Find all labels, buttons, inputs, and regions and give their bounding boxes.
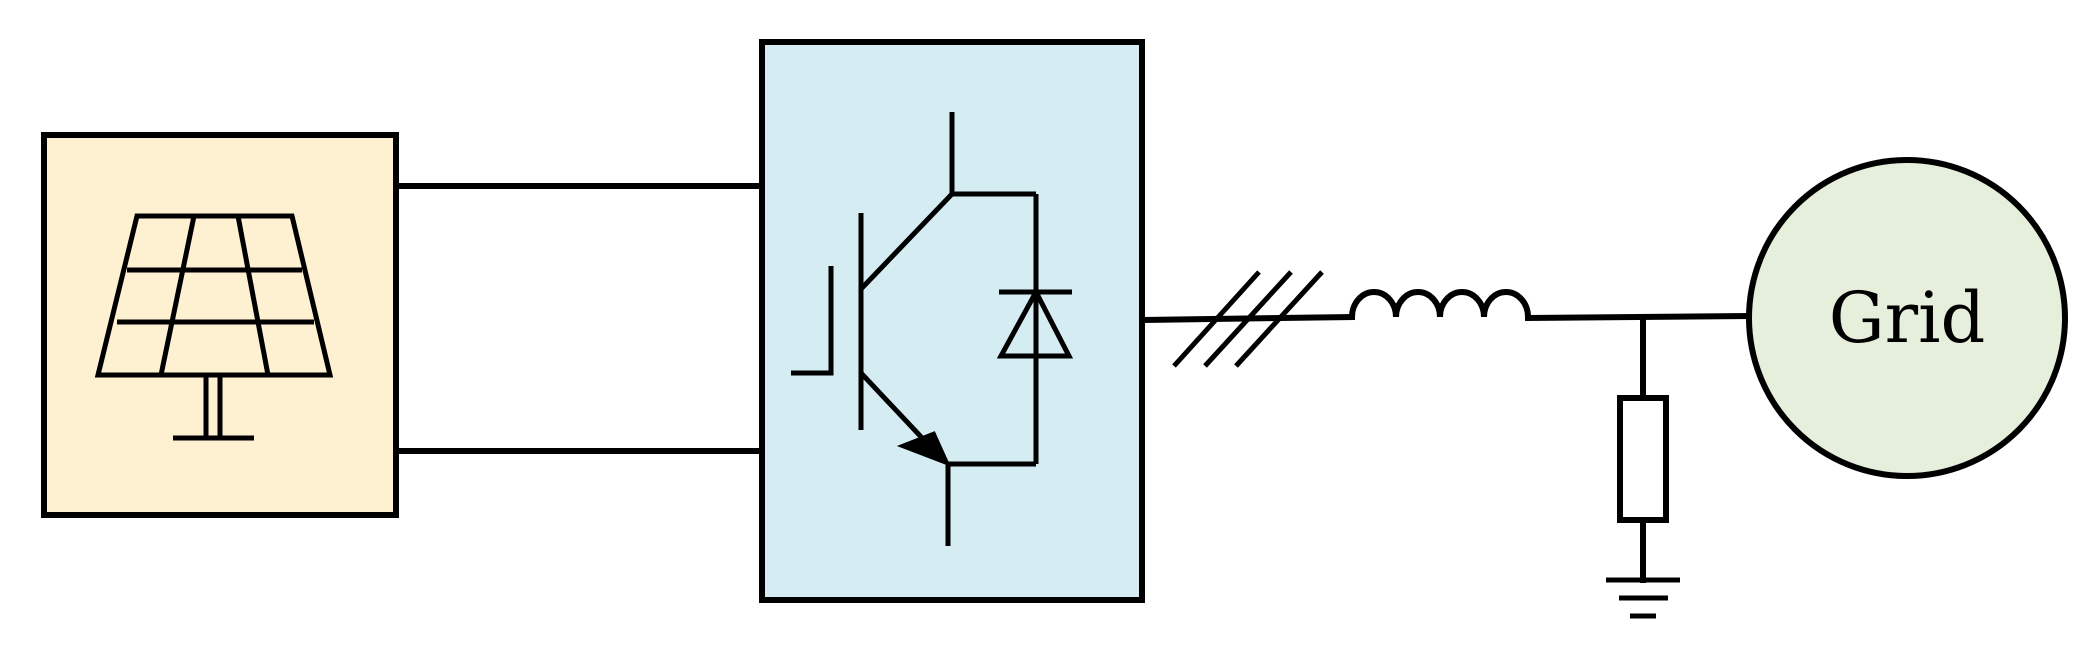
shunt-branch <box>1606 315 1680 619</box>
igbt-icon <box>791 112 1036 546</box>
grid-circle <box>1746 157 2068 479</box>
diode-icon <box>996 194 1074 464</box>
inductor-to-grid-wire <box>1524 312 1752 322</box>
pv-box <box>41 132 399 518</box>
pv-source-block <box>41 132 399 518</box>
inductor-icon <box>1348 289 1532 321</box>
resistor-icon <box>1617 395 1669 523</box>
igbt-emitter-arrow-icon <box>896 431 951 467</box>
grid-label: Grid <box>1829 277 1986 359</box>
grid-block: Grid <box>1746 157 2068 479</box>
solar-panel-icon <box>94 213 334 441</box>
three-phase-marks-icon <box>1172 270 1324 368</box>
inverter-block <box>759 39 1145 603</box>
ground-icon <box>1606 577 1680 619</box>
